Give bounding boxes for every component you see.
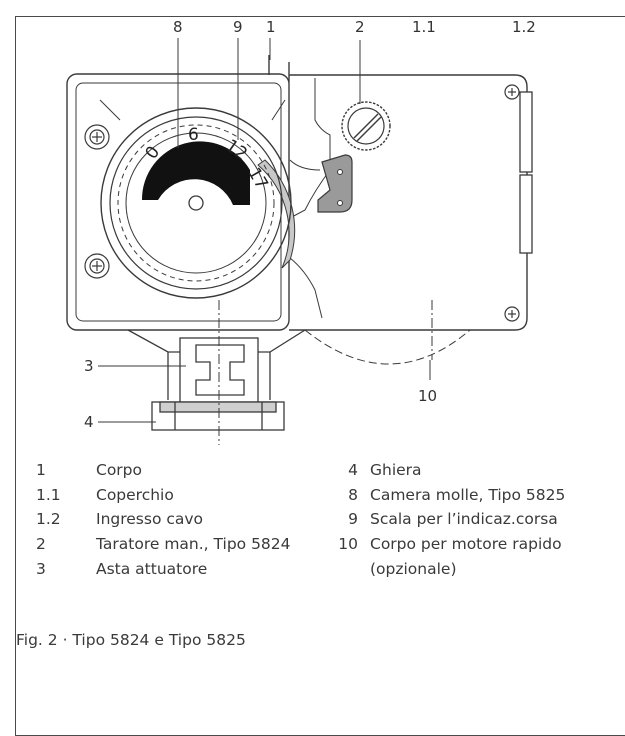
actuator-drawing: 0 6 12 17 8 9 1 2 1.1 1. — [66, 18, 536, 445]
legend-label: Scala per l’indicaz.corsa — [370, 510, 558, 529]
legend-label: Corpo — [96, 461, 143, 479]
screw-icon-top-right — [504, 84, 520, 100]
manual-adjuster — [341, 101, 391, 151]
legend-item: 9 Scala per l’indicaz.corsa — [338, 507, 625, 532]
legend-label: Ingresso cavo — [96, 510, 204, 529]
legend-item: 10 Corpo per motore rapido — [338, 532, 625, 557]
legend-label: Asta attuatore — [96, 559, 208, 578]
legend-right: 4 Ghiera 8 Camera molle, Tipo 5825 9 Sca… — [338, 458, 625, 581]
travel-indicator — [289, 154, 353, 213]
legend-label: Coperchio — [96, 485, 174, 504]
fast-motor-housing — [304, 329, 471, 365]
callout-2: 2 — [355, 18, 365, 36]
legend-number: 4 — [348, 461, 358, 479]
screw-icon-left-bottom — [84, 253, 110, 279]
spring-chamber — [99, 99, 292, 299]
callout-1-2: 1.2 — [512, 18, 536, 36]
callout-9: 9 — [233, 18, 243, 36]
yoke — [127, 329, 306, 411]
legend-number: 2 — [36, 535, 46, 554]
legend-item: 4 Ghiera — [338, 458, 625, 483]
legend-number: 1.2 — [36, 510, 61, 529]
figure-caption: Fig. 2 · Tipo 5824 e Tipo 5825 — [16, 631, 246, 649]
stroke-scale: 0 6 12 17 — [142, 125, 272, 205]
legend-label: Corpo per motore rapido — [370, 535, 562, 554]
legend-item: (opzionale) — [338, 557, 625, 582]
legend-label: Camera molle, Tipo 5825 — [370, 485, 566, 504]
screw-icon-bottom-right — [504, 306, 520, 322]
leader-lines — [98, 38, 431, 423]
legend-label: Ghiera — [370, 461, 422, 479]
legend-number: 10 — [338, 535, 358, 554]
legend-number: 9 — [348, 510, 358, 529]
callout-1: 1 — [266, 18, 276, 36]
screw-icon-left-top — [84, 124, 110, 150]
cable-entry — [519, 91, 533, 254]
coupling-nut — [151, 401, 285, 431]
callout-8: 8 — [173, 18, 183, 36]
screw-icons — [84, 84, 520, 322]
legend-label: Taratore man., Tipo 5824 — [96, 535, 291, 554]
legend-label: (opzionale) — [370, 559, 457, 578]
callout-10: 10 — [418, 387, 437, 405]
callout-4: 4 — [84, 413, 94, 431]
legend-number: 1 — [36, 461, 46, 479]
scale-mark-6: 6 — [188, 125, 199, 145]
callout-1-1: 1.1 — [412, 18, 436, 36]
legend-number: 8 — [348, 485, 358, 504]
legend-number: 3 — [36, 559, 46, 578]
callout-3: 3 — [84, 357, 94, 375]
legend-item: 8 Camera molle, Tipo 5825 — [338, 483, 625, 508]
legend-number: 1.1 — [36, 485, 61, 504]
shaded-ring — [257, 159, 296, 269]
